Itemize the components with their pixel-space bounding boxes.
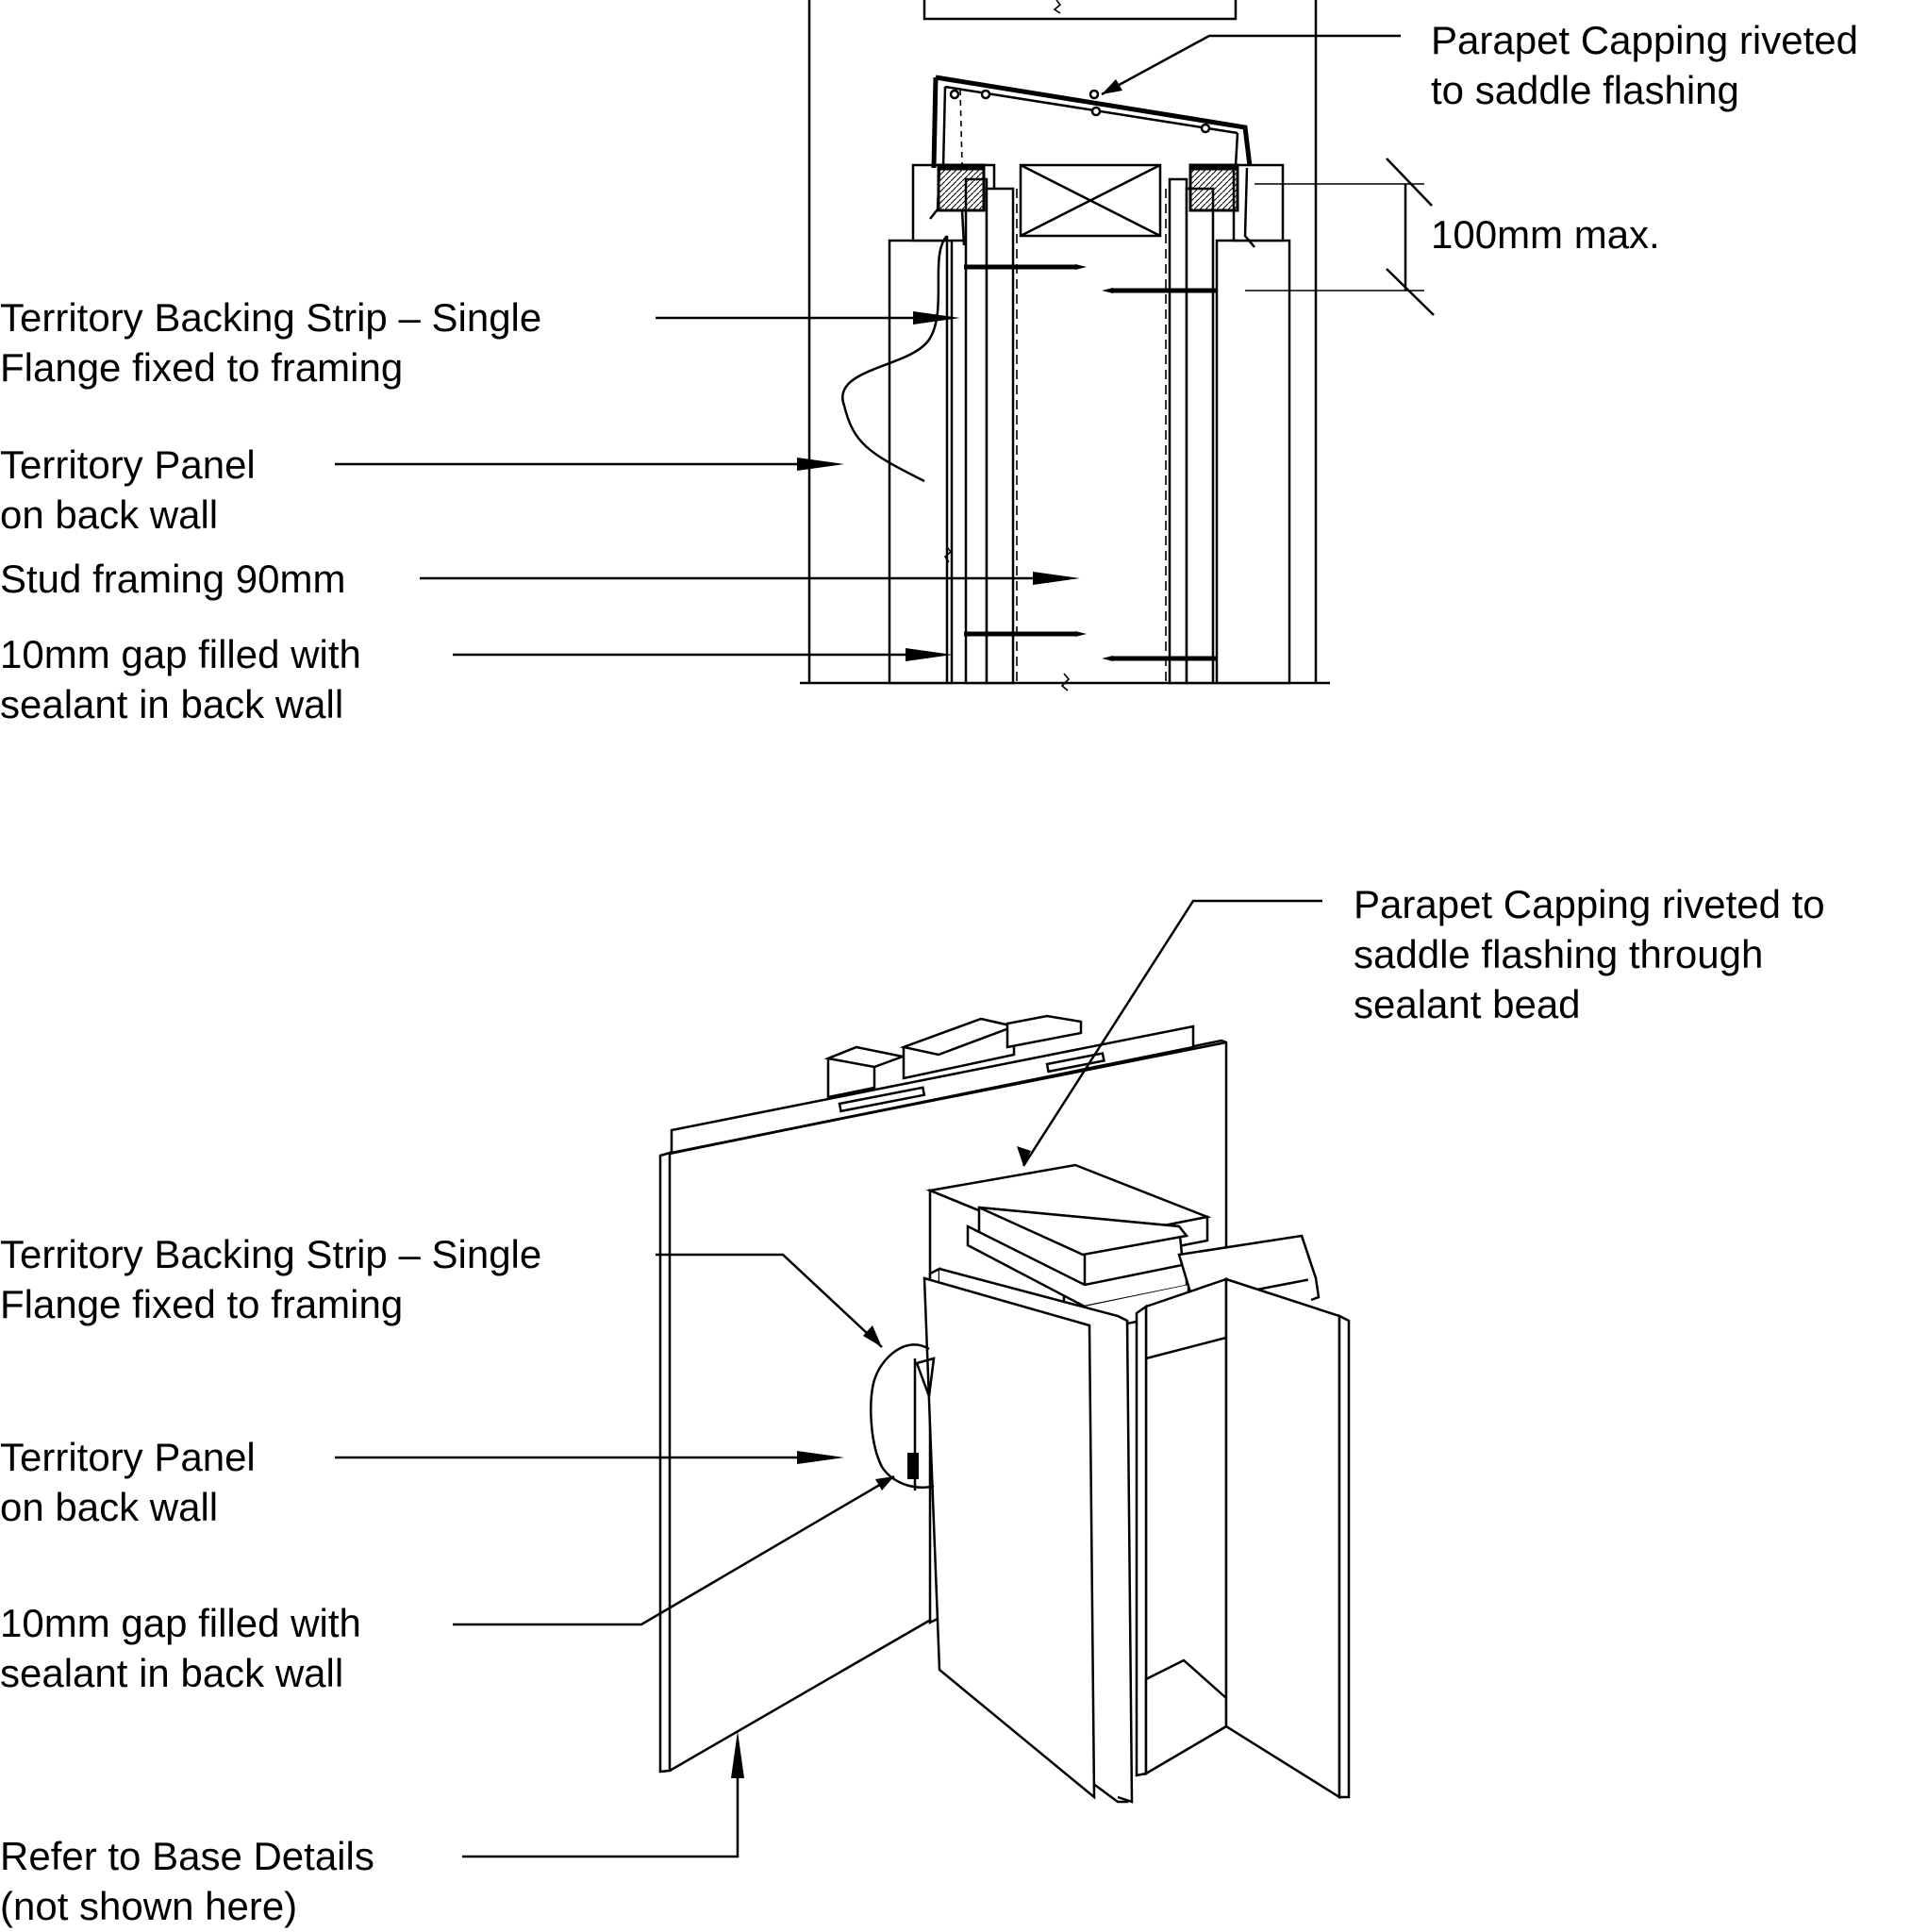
iso-parapet-capping-line-3: sealant bead bbox=[1354, 982, 1581, 1026]
stud-line-1: Stud framing 90mm bbox=[0, 557, 346, 601]
parapet-capping-line-2: to saddle flashing bbox=[1431, 68, 1739, 112]
iso-backing-strip-line-2: Flange fixed to framing bbox=[0, 1282, 404, 1326]
iso-gap-label: 10mm gap filled with sealant in back wal… bbox=[0, 1598, 361, 1698]
gap-label: 10mm gap filled with sealant in back wal… bbox=[0, 629, 361, 729]
parapet-section-detail bbox=[800, 0, 1435, 691]
iso-parapet-capping-line-2: saddle flashing through bbox=[1354, 932, 1764, 976]
iso-detail-leaders bbox=[335, 899, 1322, 1858]
iso-panel-line-1: Territory Panel bbox=[0, 1435, 256, 1479]
panel-label: Territory Panel on back wall bbox=[0, 440, 256, 540]
top-detail-leaders bbox=[335, 34, 1401, 661]
gap-line-2: sealant in back wall bbox=[0, 682, 344, 726]
iso-gap-line-1: 10mm gap filled with bbox=[0, 1601, 361, 1645]
dimension-text: 100mm max. bbox=[1431, 212, 1660, 257]
iso-backing-strip-label: Territory Backing Strip – Single Flange … bbox=[0, 1229, 541, 1329]
parapet-isometric-detail bbox=[658, 1014, 1351, 1804]
base-details-line-1: Refer to Base Details bbox=[0, 1834, 374, 1878]
iso-parapet-capping-label: Parapet Capping riveted to saddle flashi… bbox=[1354, 879, 1825, 1029]
panel-line-1: Territory Panel bbox=[0, 442, 256, 487]
base-details-line-2: (not shown here) bbox=[0, 1884, 298, 1928]
dimension-label: 100mm max. bbox=[1431, 209, 1660, 259]
backing-strip-line-1: Territory Backing Strip – Single bbox=[0, 295, 542, 340]
stud-label: Stud framing 90mm bbox=[0, 554, 345, 604]
iso-backing-strip-line-1: Territory Backing Strip – Single bbox=[0, 1232, 542, 1276]
iso-panel-line-2: on back wall bbox=[0, 1485, 219, 1529]
iso-gap-line-2: sealant in back wall bbox=[0, 1651, 344, 1695]
base-details-label: Refer to Base Details (not shown here) bbox=[0, 1831, 374, 1931]
panel-line-2: on back wall bbox=[0, 492, 219, 537]
backing-strip-line-2: Flange fixed to framing bbox=[0, 345, 404, 390]
iso-parapet-capping-line-1: Parapet Capping riveted to bbox=[1354, 882, 1825, 926]
parapet-capping-line-1: Parapet Capping riveted bbox=[1431, 18, 1858, 62]
iso-panel-label: Territory Panel on back wall bbox=[0, 1432, 256, 1532]
parapet-capping-label: Parapet Capping riveted to saddle flashi… bbox=[1431, 15, 1858, 115]
backing-strip-label: Territory Backing Strip – Single Flange … bbox=[0, 292, 541, 392]
gap-line-1: 10mm gap filled with bbox=[0, 632, 361, 676]
